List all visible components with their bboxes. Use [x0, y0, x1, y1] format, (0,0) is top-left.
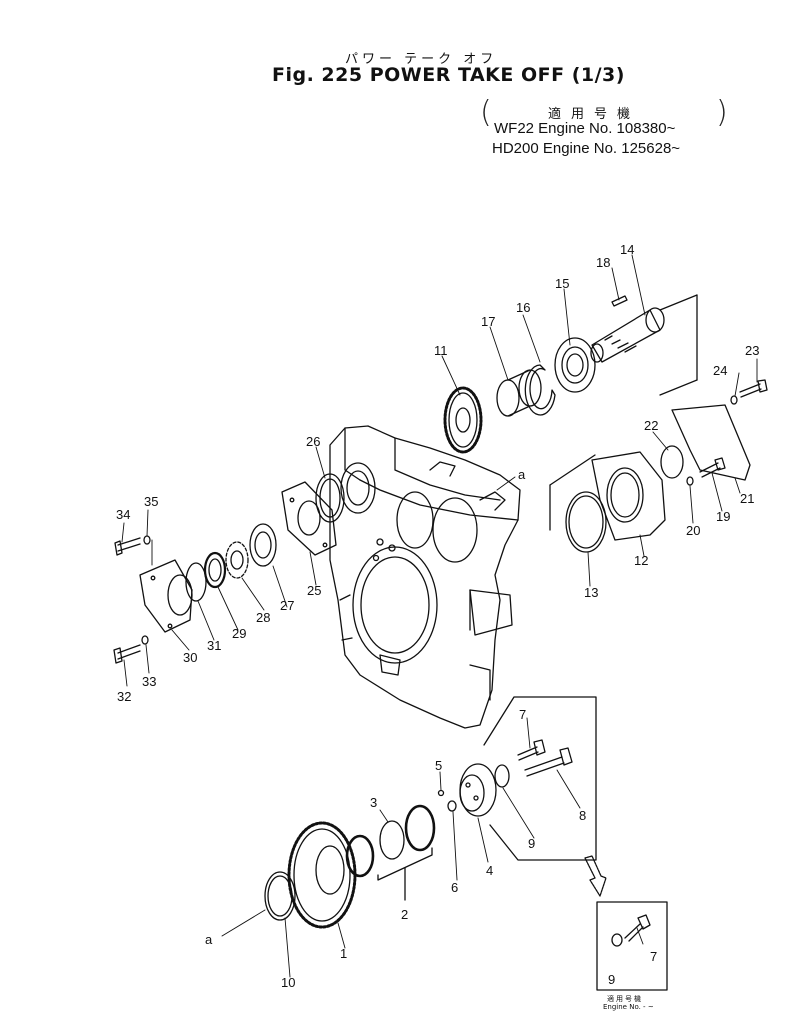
callout-3: 3 — [370, 795, 377, 810]
part-6-o-ring — [447, 800, 457, 812]
gear-case-housing — [329, 425, 521, 729]
see-inset-arrow — [584, 855, 607, 897]
part-30-cover — [139, 559, 193, 633]
part-20-washer — [686, 476, 694, 486]
callout-34: 34 — [116, 507, 130, 522]
part-5-pin — [437, 789, 445, 797]
part-11-gear — [443, 386, 483, 454]
callout-5: 5 — [435, 758, 442, 773]
callout-28: 28 — [256, 610, 270, 625]
part-24-washer — [730, 395, 738, 405]
applicability-line-1: WF22 Engine No. 108380~ — [494, 120, 676, 137]
part-17-spacer — [496, 369, 542, 417]
callout-26: 26 — [306, 434, 320, 449]
callout-a-upper: a — [518, 467, 526, 482]
callout-20: 20 — [686, 523, 700, 538]
callout-35: 35 — [144, 494, 158, 509]
callout-21: 21 — [740, 491, 754, 506]
part-13-o-ring — [565, 491, 607, 553]
callout-a-lower: a — [205, 932, 213, 947]
part-32-bolt — [113, 644, 141, 664]
part-15-bearing — [554, 337, 596, 393]
part-16-snap-ring — [524, 364, 556, 416]
part-4-cap — [459, 763, 497, 817]
callout-10: 10 — [281, 975, 295, 990]
callout-19: 19 — [716, 509, 730, 524]
part-12-retainer — [549, 451, 666, 541]
callout-1: 1 — [340, 946, 347, 961]
callout-labels: 14 18 15 16 17 11 23 24 22 26 a 21 19 20… — [116, 242, 759, 990]
part-31-o-ring — [185, 562, 207, 602]
part-group-bracket — [483, 696, 597, 861]
callout-29: 29 — [232, 626, 246, 641]
callout-14: 14 — [620, 242, 634, 257]
applicability-heading: 適用号機 — [548, 107, 641, 122]
inset-engine-note: Engine No. - ~ — [603, 1003, 654, 1011]
part-33-washer — [141, 635, 149, 645]
title-kana: パワー テーク オフ — [345, 52, 498, 67]
inset-panel — [596, 901, 668, 991]
part-10-ring — [264, 871, 296, 921]
callout-33: 33 — [142, 674, 156, 689]
part-22-o-ring — [660, 445, 684, 479]
callout-8: 8 — [579, 808, 586, 823]
part-21-plate — [671, 404, 751, 481]
callout-11: 11 — [434, 343, 448, 358]
callout-4: 4 — [486, 863, 493, 878]
figure-title: Fig. 225 POWER TAKE OFF (1/3) — [272, 64, 625, 86]
callout-32: 32 — [117, 689, 131, 704]
callout-9: 9 — [528, 836, 535, 851]
part-25-gasket — [281, 481, 337, 556]
part-29-seal — [203, 551, 227, 589]
part-2-bearing-set — [345, 804, 436, 901]
part-23-bolt — [739, 379, 768, 398]
part-35-washer — [143, 535, 151, 545]
part-34-bolt — [114, 537, 141, 556]
callout-23: 23 — [745, 343, 759, 358]
callout-27: 27 — [280, 598, 294, 613]
callout-15: 15 — [555, 276, 569, 291]
leader-lines — [121, 254, 758, 978]
callout-7: 7 — [519, 707, 526, 722]
part-27-bearing — [249, 523, 277, 567]
part-7-bolt — [517, 739, 546, 761]
callout-13: 13 — [584, 585, 598, 600]
part-14-shaft — [590, 294, 698, 396]
callout-30: 30 — [183, 650, 197, 665]
part-8-bolt — [524, 747, 573, 777]
callout-18: 18 — [596, 255, 610, 270]
part-19-bolt — [699, 457, 726, 478]
callout-25: 25 — [307, 583, 321, 598]
bracket-right: ) — [716, 95, 728, 130]
callout-inset-7: 7 — [650, 949, 657, 964]
callout-6: 6 — [451, 880, 458, 895]
part-1-gear — [287, 821, 357, 929]
part-18-key — [611, 295, 628, 307]
part-28-lock-washer — [225, 541, 249, 579]
callout-24: 24 — [713, 363, 727, 378]
callout-16: 16 — [516, 300, 530, 315]
callout-2: 2 — [401, 907, 408, 922]
part-9-lock-plate — [494, 764, 510, 788]
callout-17: 17 — [481, 314, 495, 329]
callout-inset-9: 9 — [608, 972, 615, 987]
inset-heading: 適用号機 — [607, 995, 643, 1003]
applicability-line-2: HD200 Engine No. 125628~ — [492, 140, 681, 157]
bracket-left: ( — [480, 95, 492, 130]
callout-22: 22 — [644, 418, 658, 433]
callout-12: 12 — [634, 553, 648, 568]
callout-31: 31 — [207, 638, 221, 653]
